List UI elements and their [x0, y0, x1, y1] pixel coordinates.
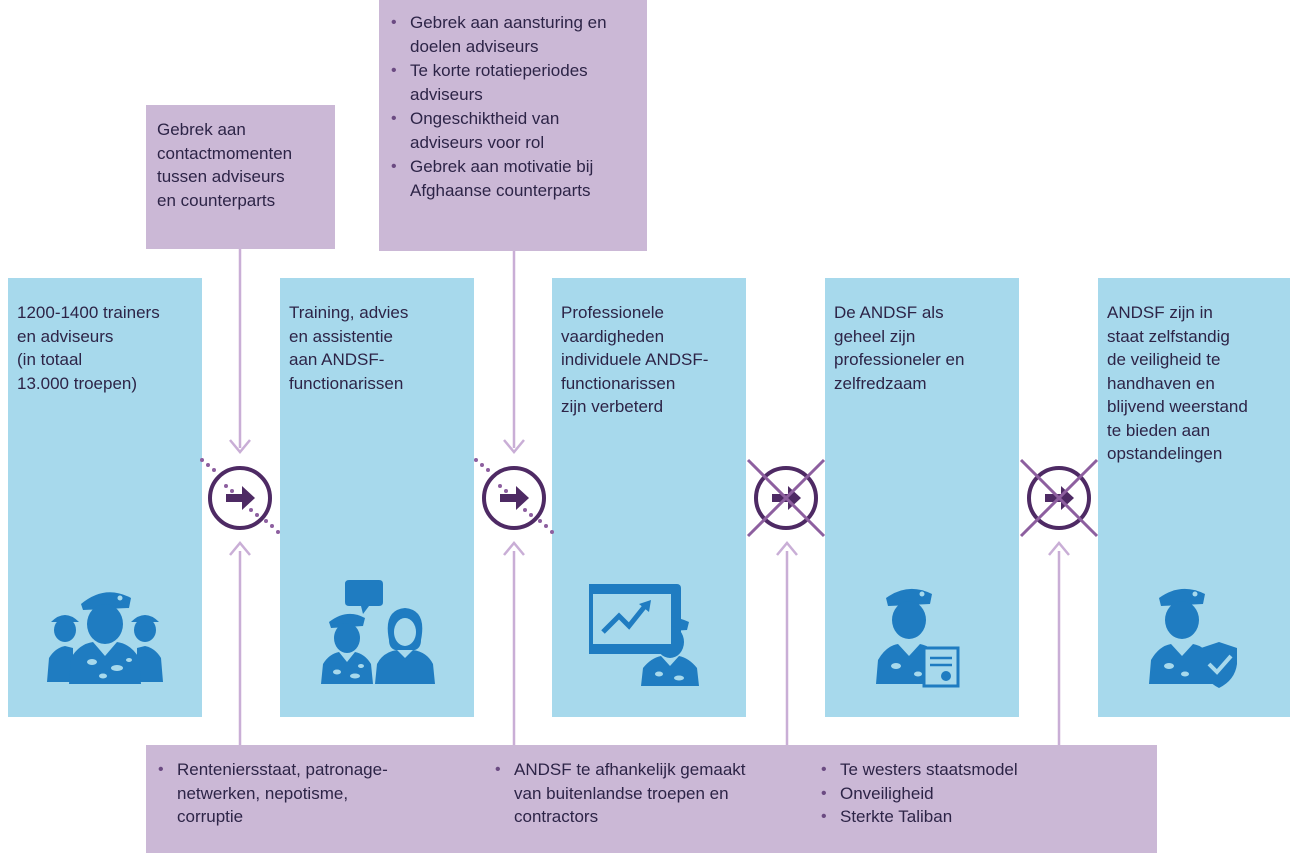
arrowhead-bottom-4 — [1048, 541, 1070, 556]
arrowhead-top-1 — [229, 439, 251, 454]
factor-item: Te westers staatsmodel — [821, 758, 1141, 782]
arrowhead-bottom-3 — [776, 541, 798, 556]
factor-item: ANDSF te afhankelijk gemaakt van buitenl… — [495, 758, 815, 829]
factor-item: Gebrek aan motivatie bij Afghaanse count… — [391, 155, 641, 202]
connector-2 — [474, 458, 554, 534]
soldier-advisor-icon — [321, 580, 435, 684]
stage-text: Training, advies en assistentie aan ANDS… — [289, 303, 409, 393]
factor-item: Ongeschiktheid van adviseurs voor rol — [391, 107, 641, 154]
connector-1 — [200, 458, 280, 534]
soldier-chart-icon — [589, 584, 699, 686]
arrowhead-bottom-1 — [229, 541, 251, 556]
factor-list-dependence: ANDSF te afhankelijk gemaakt van buitenl… — [495, 758, 815, 829]
stage-text: Professionele vaardigheden individuele A… — [561, 303, 709, 416]
stage-box-impact: ANDSF zijn in staat zelfstandig de veili… — [1098, 278, 1290, 717]
soldiers-group-icon — [47, 592, 163, 684]
stage-text: 1200-1400 trainers en adviseurs (in tota… — [17, 303, 160, 393]
stage-text: ANDSF zijn in staat zelfstandig de veili… — [1107, 303, 1248, 463]
soldier-certificate-icon — [876, 588, 960, 688]
cross-icon — [1019, 458, 1099, 538]
factor-item: Te korte rotatieperiodes adviseurs — [391, 59, 641, 106]
stage-box-output: Professionele vaardigheden individuele A… — [552, 278, 746, 717]
factor-item: Renteniersstaat, patronage- netwerken, n… — [158, 758, 458, 829]
factor-text: Gebrek aan contactmomenten tussen advise… — [157, 120, 293, 210]
stage-text: De ANDSF als geheel zijn professioneler … — [834, 303, 965, 393]
arrowhead-bottom-2 — [503, 541, 525, 556]
connector-3-blocked — [746, 458, 826, 538]
arrowhead-top-2 — [503, 439, 525, 454]
soldier-shield-icon — [1149, 588, 1237, 688]
stage-box-activity: Training, advies en assistentie aan ANDS… — [280, 278, 474, 717]
stage-box-outcome: De ANDSF als geheel zijn professioneler … — [825, 278, 1019, 717]
factor-box-contact: Gebrek aan contactmomenten tussen advise… — [146, 105, 335, 249]
stage-box-input: 1200-1400 trainers en adviseurs (in tota… — [8, 278, 202, 717]
factor-list-state: Renteniersstaat, patronage- netwerken, n… — [158, 758, 458, 829]
factor-item: Sterkte Taliban — [821, 805, 1141, 829]
cross-icon — [746, 458, 826, 538]
factor-item: Onveiligheid — [821, 782, 1141, 806]
factor-band-bottom: Renteniersstaat, patronage- netwerken, n… — [146, 745, 1157, 853]
factor-item: Gebrek aan aansturing en doelen adviseur… — [391, 11, 641, 58]
factor-list-context: Te westers staatsmodel Onveiligheid Ster… — [821, 758, 1141, 829]
connector-4-blocked — [1019, 458, 1099, 538]
factor-box-advisors: Gebrek aan aansturing en doelen adviseur… — [379, 0, 647, 251]
